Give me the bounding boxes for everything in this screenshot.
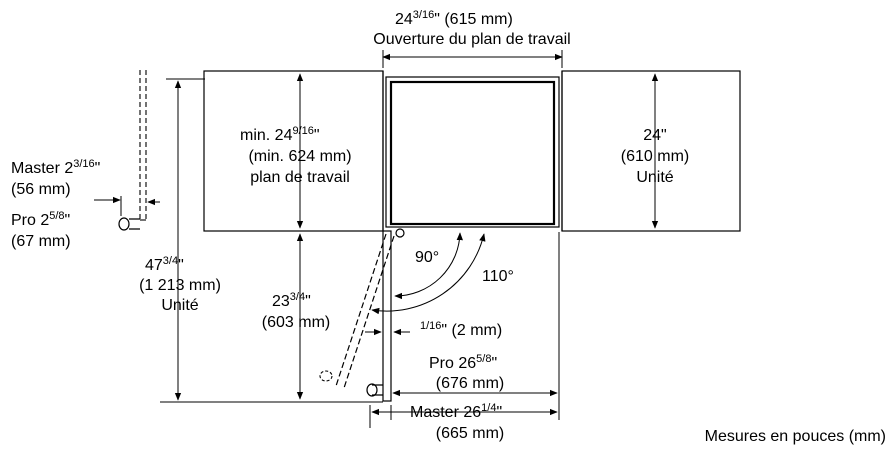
units-footer: Mesures en pouces (mm) [705,428,886,445]
master-width-mm: (665 mm) [436,425,504,442]
side-handle-icon [118,217,130,231]
door-depth-mm: (603 mm) [262,314,330,331]
opening-caption: Ouverture du plan de travail [373,31,570,48]
door-closed [382,230,392,402]
unit-depth-mm: (610 mm) [621,148,689,165]
door-handle-icon [366,383,378,397]
side-panel-dashed [139,70,147,220]
counter-depth-mm: (min. 624 mm) [248,148,351,165]
total-depth-label: 473/4" [145,255,184,274]
unit-depth-inch: 24" [643,127,666,144]
door-depth-label: 233/4" [272,291,311,310]
pro-handle-label: Pro 25/8" [11,210,70,229]
hinge-icon [395,228,405,238]
unit-depth-caption: Unité [636,169,673,186]
open-handle-icon [319,370,333,382]
unit-body [389,80,556,226]
pro-width-label: Pro 265/8" [429,353,497,372]
opening-width-label: 243/16" (615 mm) [395,9,513,28]
master-width-label: Master 261/4" [410,402,502,421]
master-handle-mm: (56 mm) [11,181,71,198]
gap-label: 1/16" (2 mm) [420,320,502,339]
angle-90-label: 90° [415,249,439,266]
pro-handle-mm: (67 mm) [11,233,71,250]
pro-width-mm: (676 mm) [436,375,504,392]
angle-110-label: 110° [482,268,514,285]
unit-outline [385,76,560,228]
total-depth-caption: Unité [161,297,198,314]
counter-depth-label: min. 249/16" [240,125,320,144]
counter-depth-caption: plan de travail [250,169,350,186]
master-handle-label: Master 23/16" [11,158,100,177]
total-depth-mm: (1 213 mm) [139,277,221,294]
